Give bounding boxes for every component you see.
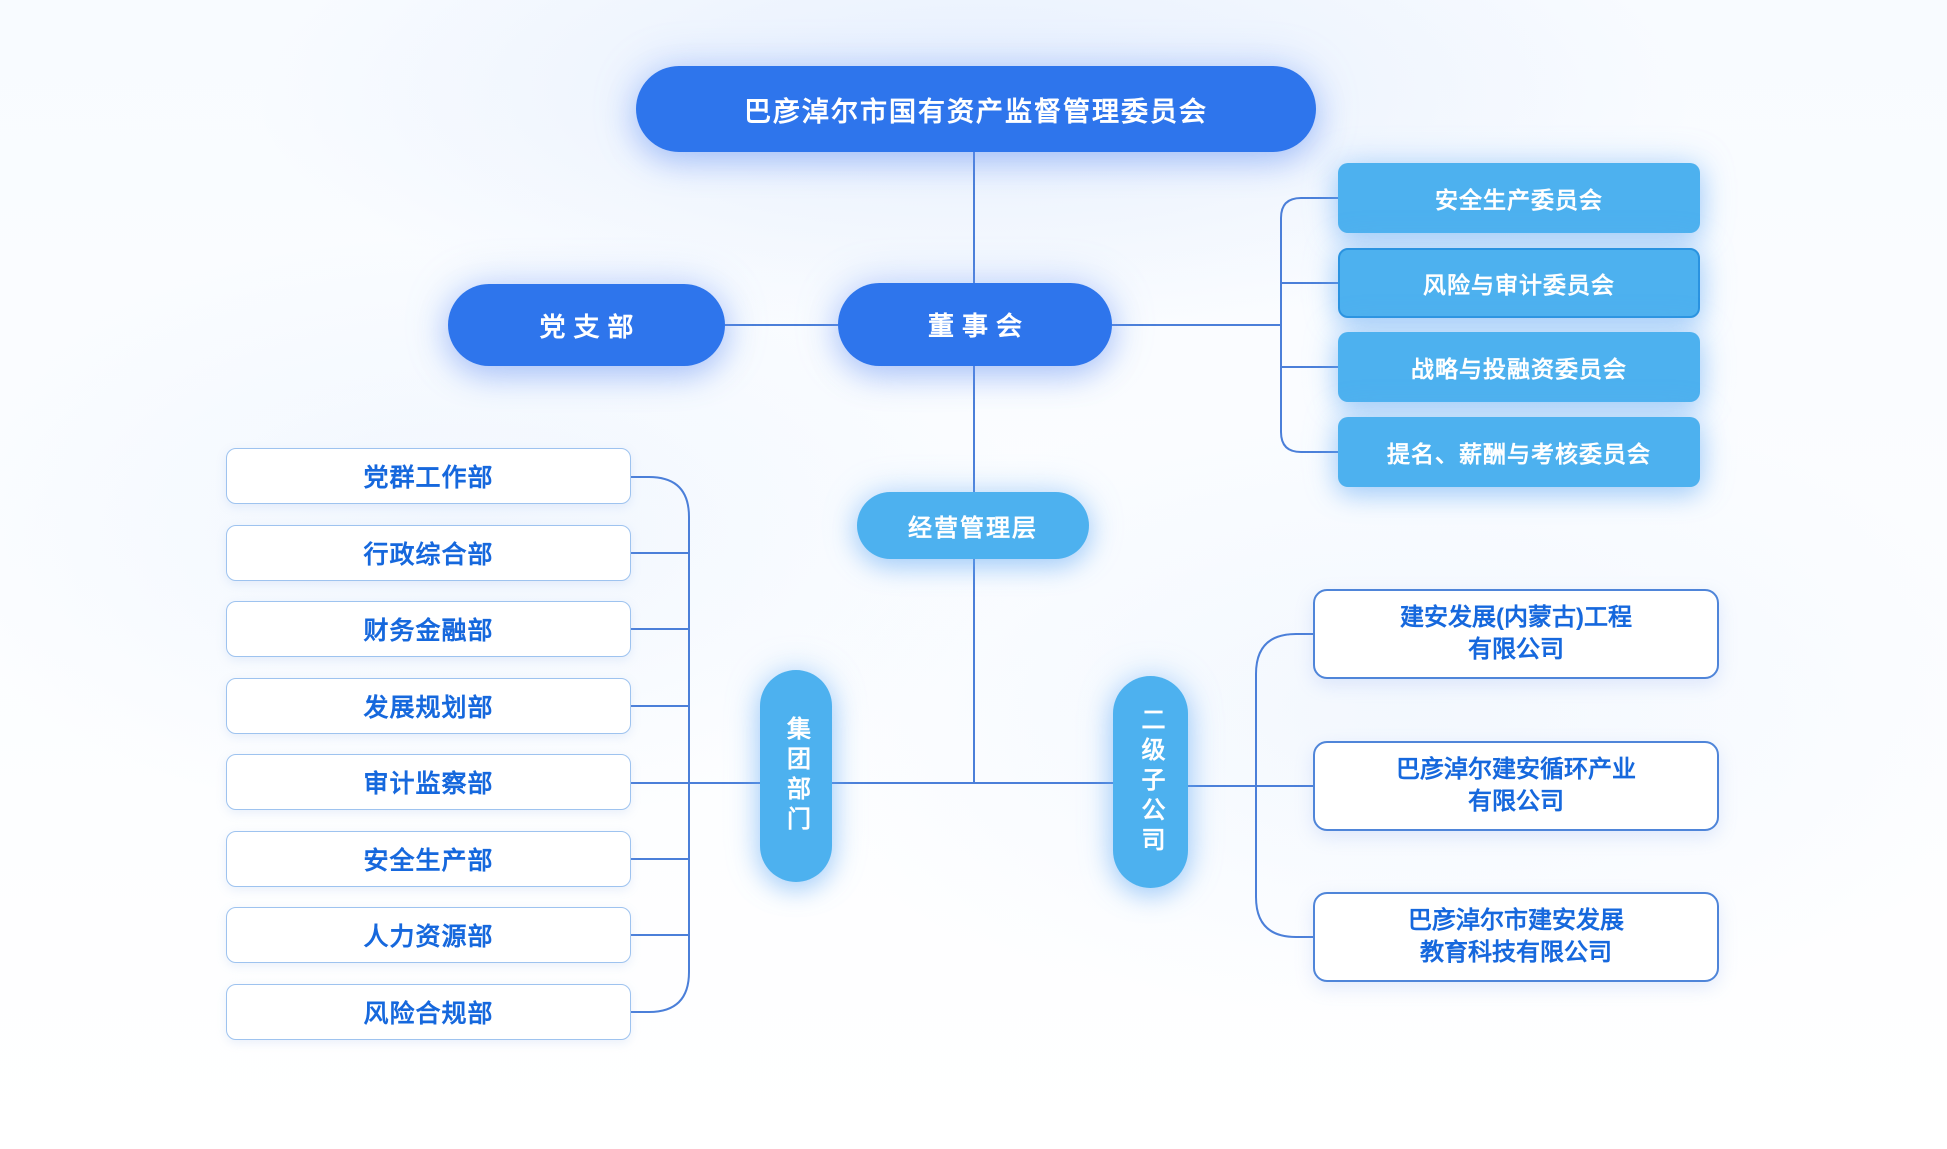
subsidiary-name-line1: 建安发展(内蒙古)工程 xyxy=(1400,603,1632,631)
node-department-administration: 行政综合部 xyxy=(226,525,631,581)
node-board-label: 董事会 xyxy=(927,311,1030,341)
committee-label: 风险与审计委员会 xyxy=(1423,272,1615,298)
department-label: 党群工作部 xyxy=(363,464,494,492)
node-department-development-planning: 发展规划部 xyxy=(226,678,631,734)
committee-label: 提名、薪酬与考核委员会 xyxy=(1387,441,1651,467)
node-root-label: 巴彦淖尔市国有资产监督管理委员会 xyxy=(744,96,1208,127)
subsidiary-name-line1: 巴彦淖尔市建安发展 xyxy=(1408,906,1624,934)
node-subsidiary-education-technology: 巴彦淖尔市建安发展 教育科技有限公司 xyxy=(1313,892,1719,982)
connector-subsidiary-bracket xyxy=(1255,633,1313,938)
node-group-subsidiaries: 二级子公司 xyxy=(1113,676,1188,888)
node-management-label: 经营管理层 xyxy=(908,515,1038,542)
node-subsidiary-engineering: 建安发展(内蒙古)工程 有限公司 xyxy=(1313,589,1719,679)
department-label: 人力资源部 xyxy=(363,923,494,951)
department-label: 风险合规部 xyxy=(363,1000,494,1028)
subsidiary-name-line2: 教育科技有限公司 xyxy=(1420,939,1612,966)
department-label: 安全生产部 xyxy=(363,847,494,875)
node-committee-strategy-investment: 战略与投融资委员会 xyxy=(1338,332,1700,402)
connector-department-bracket xyxy=(631,476,690,1013)
node-party-branch: 党支部 xyxy=(448,284,725,366)
node-root: 巴彦淖尔市国有资产监督管理委员会 xyxy=(636,66,1316,152)
node-committee-safety: 安全生产委员会 xyxy=(1338,163,1700,233)
connector-committee-bracket xyxy=(1280,197,1338,453)
node-department-finance: 财务金融部 xyxy=(226,601,631,657)
node-subsidiary-circular-industry: 巴彦淖尔建安循环产业 有限公司 xyxy=(1313,741,1719,831)
node-party-branch-label: 党支部 xyxy=(539,311,642,342)
subsidiary-name-line2: 有限公司 xyxy=(1468,788,1564,815)
department-label: 行政综合部 xyxy=(363,541,494,569)
node-department-risk-compliance: 风险合规部 xyxy=(226,984,631,1040)
subsidiary-name-line1: 巴彦淖尔建安循环产业 xyxy=(1396,755,1636,783)
node-group-departments: 集团部门 xyxy=(760,670,832,882)
node-department-safety-production: 安全生产部 xyxy=(226,831,631,887)
group-subsidiaries-label: 二级子公司 xyxy=(1137,707,1164,857)
node-department-party-affairs: 党群工作部 xyxy=(226,448,631,504)
node-department-audit-supervision: 审计监察部 xyxy=(226,754,631,810)
group-departments-label: 集团部门 xyxy=(782,716,810,836)
department-label: 财务金融部 xyxy=(363,617,494,645)
node-management: 经营管理层 xyxy=(857,492,1089,559)
node-committee-nomination-compensation: 提名、薪酬与考核委员会 xyxy=(1338,417,1700,487)
node-department-human-resources: 人力资源部 xyxy=(226,907,631,963)
subsidiary-name-line2: 有限公司 xyxy=(1468,636,1564,663)
node-committee-risk-audit: 风险与审计委员会 xyxy=(1338,248,1700,318)
department-label: 审计监察部 xyxy=(363,770,494,798)
committee-label: 战略与投融资委员会 xyxy=(1411,356,1627,382)
committee-label: 安全生产委员会 xyxy=(1435,187,1603,213)
department-label: 发展规划部 xyxy=(363,694,494,722)
node-board: 董事会 xyxy=(838,283,1112,366)
